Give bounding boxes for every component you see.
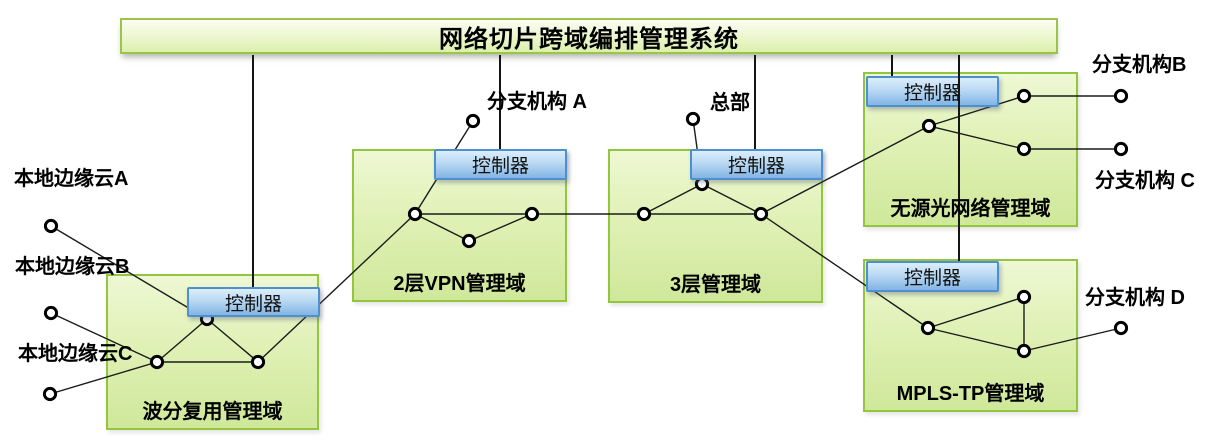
controller-mplstp: 控制器 [866, 261, 999, 292]
node-branch-b [1113, 88, 1129, 104]
controller-label-pon: 控制器 [903, 83, 961, 104]
link-mpls-left--mpls-bottom [927, 327, 1025, 352]
external-label-edge-cloud-c: 本地边缘云C [18, 343, 133, 365]
domain-label-l2vpn: 2层VPN管理域 [393, 273, 526, 295]
node-pon-topright [1016, 88, 1032, 104]
node-mpls-bottom [1016, 343, 1032, 359]
node-cloud-b [43, 305, 59, 321]
orchestrator-link-l2vpn [499, 55, 501, 149]
controller-label-l2vpn: 控制器 [471, 156, 529, 177]
node-l3-top [694, 176, 710, 192]
node-pon-bottom [1016, 141, 1032, 157]
external-label-branch-d: 分支机构 D [1085, 287, 1185, 309]
link-cloud-b--wdm-left [50, 312, 158, 363]
node-branch-d [1113, 320, 1129, 336]
link-cloud-c--wdm-left [49, 361, 158, 395]
orchestrator-link-l3 [754, 55, 756, 149]
node-cloud-a [43, 218, 59, 234]
node-vpn-right [524, 206, 540, 222]
domain-label-wdm: 波分复用管理域 [142, 401, 283, 423]
external-label-edge-cloud-a: 本地边缘云A [14, 168, 129, 190]
link-pon-left--pon-topright [928, 95, 1025, 127]
link-l3-top--l3-right [701, 183, 762, 215]
node-vpn-left [407, 206, 423, 222]
link-l3-top--l3-left [643, 183, 703, 215]
node-l3-left [636, 206, 652, 222]
controller-l3: 控制器 [690, 149, 823, 180]
system-title: 网络切片跨域编排管理系统 [439, 25, 739, 53]
orchestrator-link-mplstp [958, 55, 960, 261]
link-wdm-top--wdm-right [206, 318, 259, 363]
controller-pon: 控制器 [866, 76, 999, 107]
external-label-branch-a: 分支机构 A [487, 91, 587, 113]
controller-label-wdm: 控制器 [224, 293, 282, 315]
node-wdm-right [250, 354, 266, 370]
controller-l2vpn: 控制器 [434, 149, 567, 180]
link-mpls-left--mpls-top [927, 296, 1025, 329]
link-vpn-mid--vpn-right [468, 213, 533, 242]
external-label-branch-b: 分支机构B [1092, 54, 1187, 76]
link-vpn-left--vpn-mid [414, 213, 470, 242]
node-l3-right [753, 206, 769, 222]
domain-label-mplstp: MPLS-TP管理域 [896, 383, 1045, 405]
controller-label-mplstp: 控制器 [903, 268, 961, 289]
link-pon-left--pon-bottom [928, 125, 1025, 150]
link-l3-right--mpls-left [760, 213, 929, 329]
node-pon-left [921, 118, 937, 134]
link-wdm-top--wdm-left [156, 318, 208, 363]
node-mpls-top [1016, 289, 1032, 305]
node-branch-a [465, 113, 481, 129]
node-branch-c [1113, 141, 1129, 157]
domain-label-pon: 无源光网络管理域 [890, 198, 1051, 220]
node-hq [685, 111, 701, 127]
link-l3-right--pon-left [760, 125, 930, 215]
controller-wdm: 控制器 [187, 287, 320, 317]
domain-label-l3: 3层管理域 [669, 274, 762, 296]
node-cloud-c [42, 386, 58, 402]
external-label-edge-cloud-b: 本地边缘云B [15, 256, 130, 278]
link-wdm-right--vpn-left [257, 213, 416, 363]
external-label-branch-c: 分支机构 C [1095, 170, 1195, 192]
orchestrator-link-pon [891, 55, 893, 76]
node-wdm-left [149, 354, 165, 370]
link-cloud-a--wdm-top [50, 225, 208, 320]
external-label-hq: 总部 [710, 92, 750, 114]
node-mpls-left [920, 320, 936, 336]
orchestrator-link-wdm [252, 55, 254, 287]
system-title-bar: 网络切片跨域编排管理系统 [120, 18, 1058, 54]
controller-label-l3: 控制器 [727, 156, 785, 177]
link-mpls-bottom--branch-d [1023, 327, 1122, 352]
node-vpn-mid [461, 233, 477, 249]
